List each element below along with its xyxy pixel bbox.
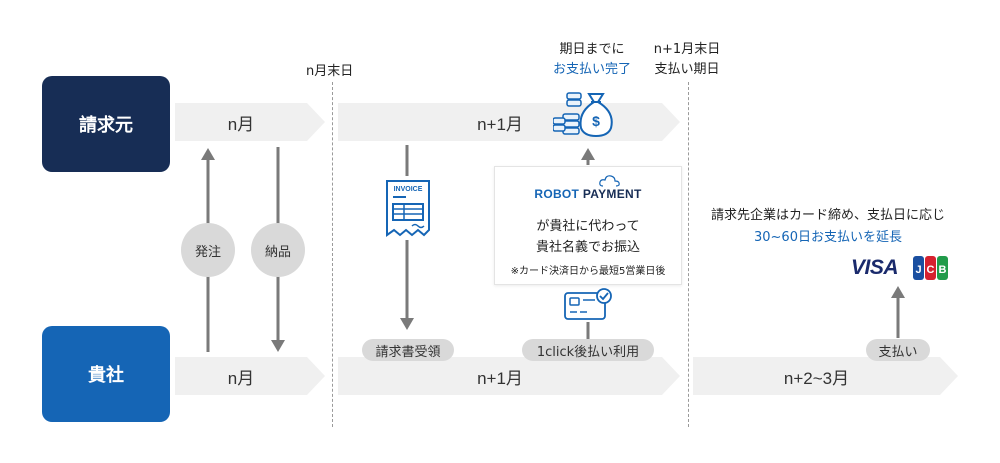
bottom-bar-n23-label: n+2~3月 bbox=[783, 368, 850, 388]
top-bar-n: n月 bbox=[175, 103, 325, 141]
n-month-end-line bbox=[332, 82, 333, 427]
receive-invoice-step: 請求書受領 bbox=[362, 339, 454, 361]
header-n1-end: n+1月末日 支払い期日 bbox=[645, 40, 729, 80]
bottom-bar-n1: n+1月 bbox=[338, 357, 680, 395]
robot-payment-line1: が貴社に代わって bbox=[536, 219, 640, 234]
robot-payment-box: ROBOT PAYMENT が貴社に代わって 貴社名義でお振込 ※カード決済日か… bbox=[494, 166, 682, 285]
invoice-arrow bbox=[400, 145, 414, 330]
top-bar-n1-label: n+1月 bbox=[477, 114, 523, 134]
robot-payment-logo-left: ROBOT bbox=[534, 187, 580, 201]
invoicer-box: 請求元 bbox=[42, 76, 170, 172]
bottom-bar-n: n月 bbox=[175, 357, 325, 395]
header-due-date-line2: お支払い完了 bbox=[552, 62, 631, 77]
svg-text:B: B bbox=[939, 264, 947, 276]
card-payment-arrow bbox=[891, 286, 905, 338]
credit-card-icon bbox=[564, 288, 612, 320]
cloud-icon bbox=[599, 175, 620, 187]
payment-step-label: 支払い bbox=[878, 344, 918, 360]
client-label: 貴社 bbox=[88, 365, 124, 386]
order-step-label: 発注 bbox=[194, 244, 221, 260]
order-step: 発注 bbox=[181, 223, 235, 277]
use-1click-step: 1click後払い利用 bbox=[522, 339, 654, 361]
invoice-icon-text: INVOICE bbox=[394, 186, 423, 193]
header-n1-end-line1: n+1月末日 bbox=[653, 42, 721, 57]
money-bag-symbol: $ bbox=[592, 113, 600, 129]
jcb-logo: J C B bbox=[913, 256, 948, 280]
n1-month-end-line bbox=[688, 82, 689, 427]
use-1click-label: 1click後払い利用 bbox=[536, 344, 640, 360]
bottom-bar-n1-label: n+1月 bbox=[477, 368, 523, 388]
header-n1-end-line2: 支払い期日 bbox=[654, 62, 720, 77]
invoice-icon: INVOICE bbox=[386, 180, 430, 237]
payment-step: 支払い bbox=[866, 339, 930, 361]
header-due-date: 期日までに お支払い完了 bbox=[542, 40, 642, 80]
payment-complete-arrow bbox=[581, 148, 595, 165]
svg-text:C: C bbox=[927, 264, 935, 276]
bottom-bar-n-label: n月 bbox=[227, 368, 255, 388]
money-bag-icon: $ bbox=[553, 92, 613, 138]
extension-line1: 請求先企業はカード締め、支払日に応じ bbox=[710, 208, 945, 223]
receive-invoice-label: 請求書受領 bbox=[375, 344, 441, 360]
invoicer-label: 請求元 bbox=[79, 115, 133, 136]
svg-text:J: J bbox=[915, 264, 921, 276]
top-bar-n-label: n月 bbox=[227, 114, 255, 134]
bottom-bar-n23: n+2~3月 bbox=[693, 357, 958, 395]
visa-logo: VISA bbox=[851, 256, 899, 279]
header-n-month-end: n月末日 bbox=[306, 62, 353, 82]
extension-text: 請求先企業はカード締め、支払日に応じ 30~60日お支払いを延長 bbox=[697, 205, 959, 249]
robot-payment-logo-right: PAYMENT bbox=[582, 187, 642, 201]
delivery-step: 納品 bbox=[251, 223, 305, 277]
robot-payment-note: ※カード決済日から最短5営業日後 bbox=[510, 266, 666, 277]
robot-payment-line2: 貴社名義でお振込 bbox=[535, 240, 640, 255]
header-n-month-end-text: n月末日 bbox=[306, 64, 354, 79]
robot-payment-logo: ROBOT PAYMENT bbox=[495, 187, 681, 201]
client-box: 貴社 bbox=[42, 326, 170, 422]
delivery-step-label: 納品 bbox=[264, 244, 291, 260]
extension-line2: 30~60日お支払いを延長 bbox=[754, 230, 902, 245]
header-due-date-line1: 期日までに bbox=[559, 42, 625, 57]
